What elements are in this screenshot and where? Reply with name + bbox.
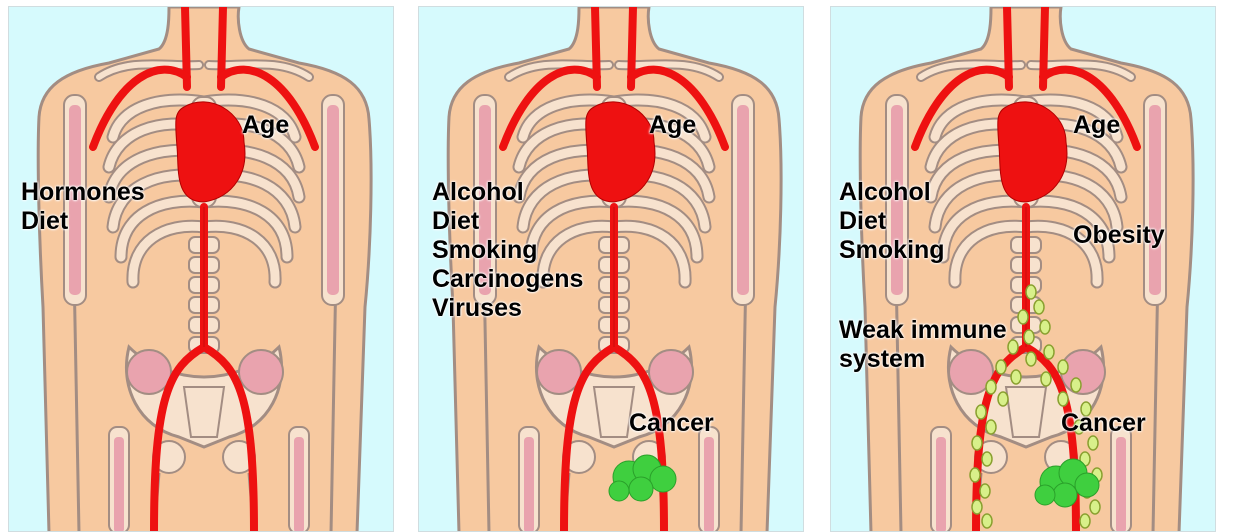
- immune-label-line: system: [839, 345, 1007, 374]
- risk-factor: Viruses: [432, 294, 583, 323]
- diagram-panel-2: Age Alcohol Diet Smoking Carcinogens Vir…: [418, 6, 804, 532]
- cancer-label: Cancer: [629, 409, 714, 438]
- diagram-panel-1: Age Hormones Diet: [8, 6, 394, 532]
- risk-factor: Diet: [432, 207, 583, 236]
- body-illustration: [831, 7, 1216, 532]
- risk-factor: Diet: [21, 207, 145, 236]
- risk-factor: Diet: [839, 207, 945, 236]
- risk-factor: Carcinogens: [432, 265, 583, 294]
- risk-factor-list: Alcohol Diet Smoking: [839, 178, 945, 265]
- obesity-label: Obesity: [1073, 221, 1165, 250]
- immune-label: Weak immune system: [839, 316, 1007, 374]
- age-label: Age: [1073, 111, 1120, 140]
- risk-factor-list: Hormones Diet: [21, 178, 145, 236]
- cancer-label: Cancer: [1061, 409, 1146, 438]
- risk-factor: Smoking: [432, 236, 583, 265]
- immune-label-line: Weak immune: [839, 316, 1007, 345]
- risk-factor: Hormones: [21, 178, 145, 207]
- body-illustration: [9, 7, 394, 532]
- risk-factor-list: Alcohol Diet Smoking Carcinogens Viruses: [432, 178, 583, 323]
- age-label: Age: [649, 111, 696, 140]
- risk-factor: Alcohol: [432, 178, 583, 207]
- diagram-panel-3: Age Alcohol Diet Smoking Obesity Weak im…: [830, 6, 1216, 532]
- risk-factor: Alcohol: [839, 178, 945, 207]
- age-label: Age: [242, 111, 289, 140]
- risk-factor: Smoking: [839, 236, 945, 265]
